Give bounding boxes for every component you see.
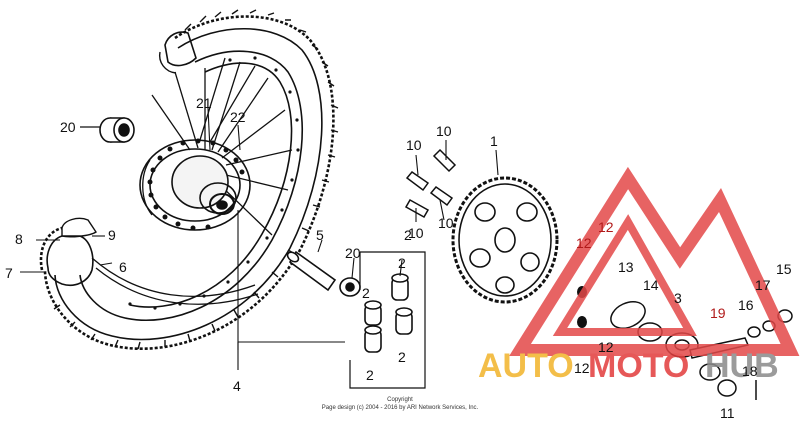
label-10b: 10 (406, 137, 422, 153)
label-18: 18 (742, 363, 758, 379)
nut-set-box (349, 251, 426, 389)
label-5: 5 (316, 227, 324, 243)
label-19: 19 (710, 305, 726, 321)
label-12d: 12 (574, 360, 590, 376)
part-labels: 1 2 2 2 2 2 3 4 5 6 7 8 9 10 10 10 10 11… (5, 95, 792, 421)
spacer (339, 277, 361, 297)
watermark: AUTO MOTO HUB (478, 166, 800, 385)
label-12c: 12 (598, 339, 614, 355)
label-2e: 2 (366, 367, 374, 383)
label-2c: 2 (404, 227, 412, 243)
copyright-line2: Page design (c) 2004 - 2016 by ARI Netwo… (322, 405, 479, 411)
label-2b: 2 (362, 285, 370, 301)
sprocket (451, 176, 559, 304)
label-6: 6 (119, 259, 127, 275)
leader-lines (20, 107, 499, 370)
label-9: 9 (108, 227, 116, 243)
bearing-left (99, 117, 135, 143)
label-22: 22 (230, 109, 246, 125)
hub (128, 56, 300, 310)
label-17: 17 (755, 277, 771, 293)
tire (39, 9, 339, 350)
label-4: 4 (233, 378, 241, 394)
label-10d: 10 (408, 225, 424, 241)
label-2d: 2 (398, 349, 406, 365)
label-20a: 20 (60, 119, 76, 135)
label-14: 14 (643, 277, 659, 293)
label-3: 3 (674, 290, 682, 306)
studs (404, 148, 457, 219)
label-20b: 20 (345, 245, 361, 261)
watermark-hub: HUB (705, 347, 779, 385)
watermark-auto: AUTO (478, 347, 574, 385)
label-10a: 10 (436, 123, 452, 139)
label-21: 21 (196, 95, 212, 111)
label-2a: 2 (398, 255, 406, 271)
copyright-line1: Copyright (387, 397, 413, 403)
label-11: 11 (720, 405, 735, 421)
label-16: 16 (738, 297, 754, 313)
label-12a: 12 (576, 235, 592, 251)
label-8: 8 (15, 231, 23, 247)
label-13: 13 (618, 259, 634, 275)
label-10c: 10 (438, 215, 454, 231)
label-7: 7 (5, 265, 13, 281)
label-1: 1 (490, 133, 498, 149)
copyright-notice: Copyright Page design (c) 2004 - 2016 by… (322, 397, 479, 411)
label-12b: 12 (598, 219, 614, 235)
axle-sleeve (286, 250, 337, 292)
label-15: 15 (776, 261, 792, 277)
watermark-moto: MOTO (588, 347, 689, 385)
